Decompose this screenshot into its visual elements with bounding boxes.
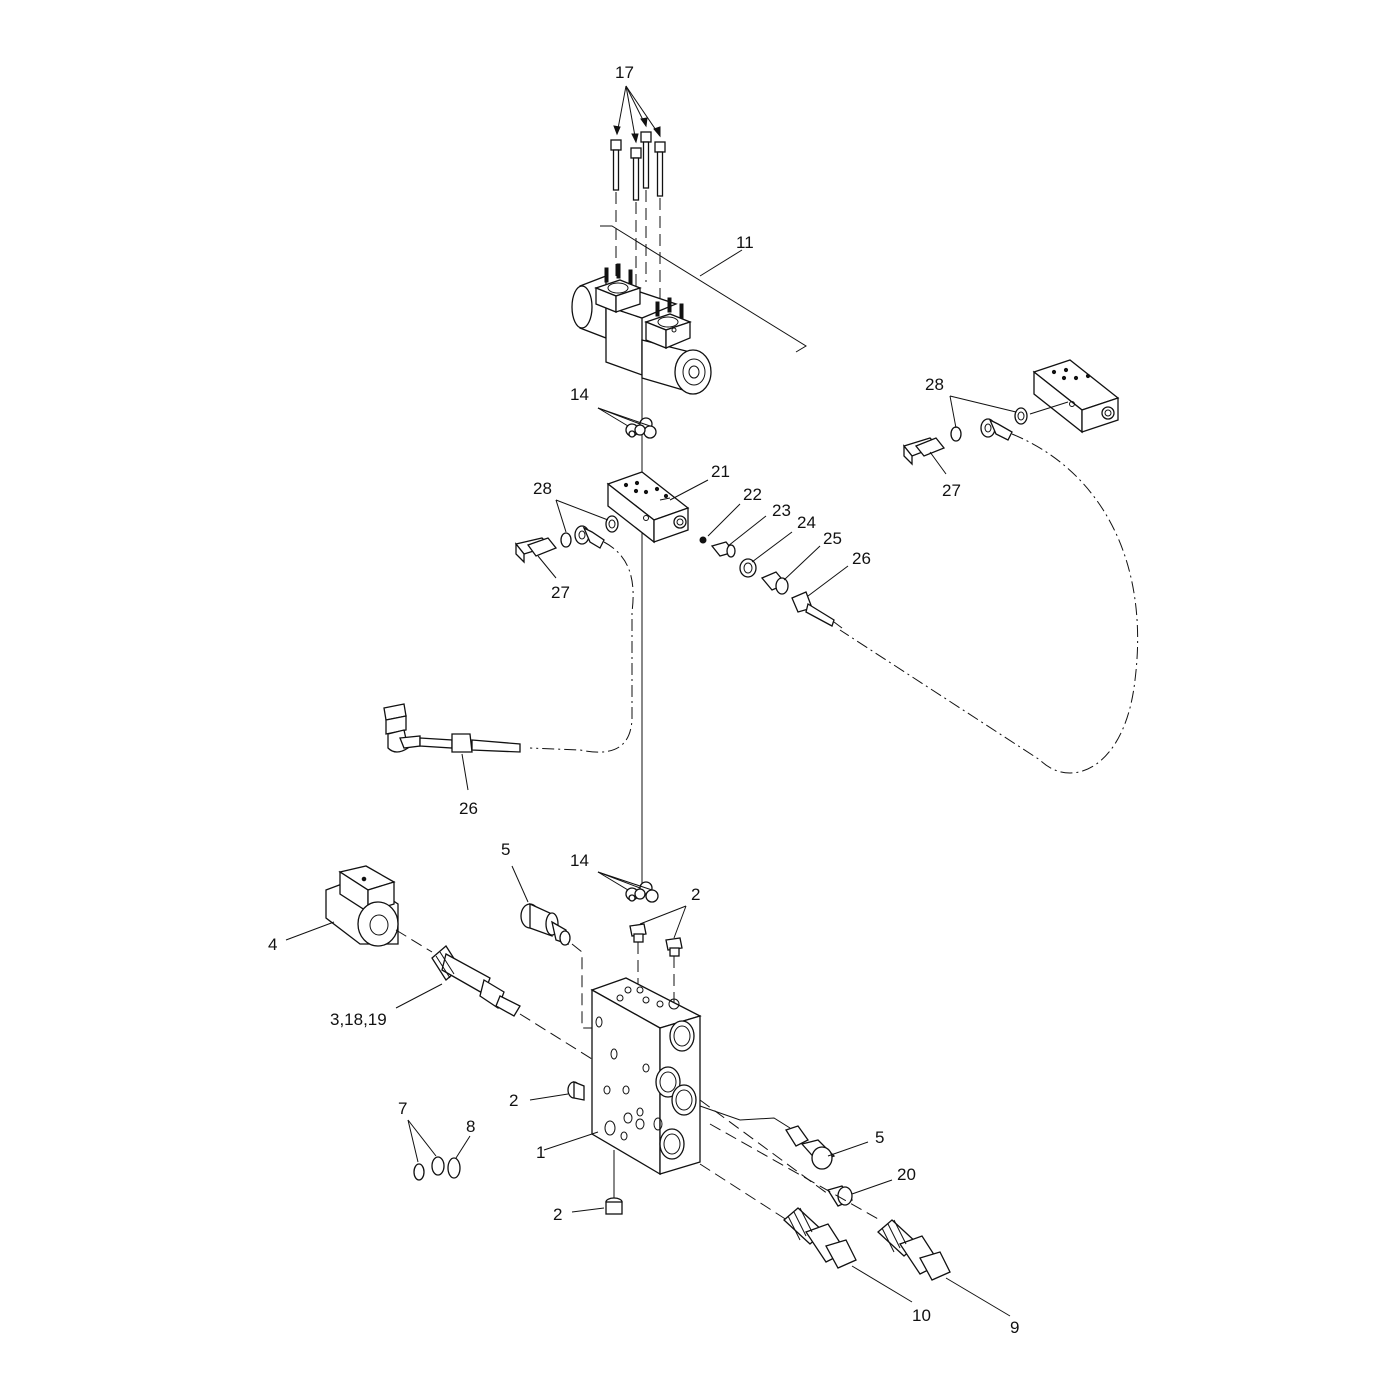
plugs-top <box>629 905 687 1002</box>
leader-11 <box>600 225 807 353</box>
callout-28-right: 28 <box>925 375 944 394</box>
callout-17: 17 <box>615 63 634 82</box>
callout-28-left: 28 <box>533 479 552 498</box>
elbow-fitting <box>383 703 521 791</box>
callout-24: 24 <box>797 513 816 532</box>
cap-screw <box>640 131 652 189</box>
check-valve-right <box>699 1105 869 1170</box>
relief-cartridge-10 <box>783 1207 913 1303</box>
o-rings-7-8 <box>407 1119 471 1181</box>
plug-bottom <box>571 1197 623 1215</box>
callout-23: 23 <box>772 501 791 520</box>
remote-block <box>1029 359 1120 434</box>
directional-solenoid-valve <box>571 263 712 395</box>
callout-2-bottom: 2 <box>553 1205 562 1224</box>
callout-22: 22 <box>743 485 762 504</box>
hose-right <box>839 433 1139 774</box>
axis-line <box>699 1163 791 1223</box>
callout-1: 1 <box>536 1143 545 1162</box>
callout-14-bottom: 14 <box>570 851 589 870</box>
callout-2-left: 2 <box>509 1091 518 1110</box>
hose-left <box>529 541 634 753</box>
callout-8: 8 <box>466 1117 475 1136</box>
banjo-fitting-right <box>902 395 1028 475</box>
check-valve-top <box>511 865 598 1029</box>
callout-7: 7 <box>398 1099 407 1118</box>
callout-26-right: 26 <box>852 549 871 568</box>
callout-27-left: 27 <box>551 583 570 602</box>
callout-2-top: 2 <box>691 885 700 904</box>
fitting-chain <box>699 503 849 629</box>
solenoid-cartridge <box>395 945 601 1065</box>
cap-screw <box>654 141 666 197</box>
callout-20: 20 <box>897 1165 916 1184</box>
callout-27-right: 27 <box>942 481 961 500</box>
cap-screw <box>630 147 642 201</box>
relief-cartridge-9 <box>877 1219 1011 1317</box>
cap-screws <box>610 131 666 300</box>
callout-21: 21 <box>711 462 730 481</box>
adapter-block <box>606 471 709 544</box>
o-ring-set-top <box>597 407 657 439</box>
callout-4: 4 <box>268 935 277 954</box>
callout-5-top: 5 <box>501 840 510 859</box>
callout-3-18-19: 3,18,19 <box>330 1010 387 1029</box>
cap-screw <box>610 139 622 191</box>
callout-11: 11 <box>736 233 754 252</box>
callout-9: 9 <box>1010 1318 1019 1337</box>
callout-10: 10 <box>912 1306 931 1325</box>
leader-17 <box>613 85 661 144</box>
callout-5-right: 5 <box>875 1128 884 1147</box>
manifold-block <box>543 977 702 1198</box>
plug-left <box>529 1081 585 1101</box>
axis-line <box>709 1123 881 1221</box>
callout-26-left: 26 <box>459 799 478 818</box>
o-ring-set-bottom <box>597 871 659 903</box>
callout-25: 25 <box>823 529 842 548</box>
callout-14-top: 14 <box>570 385 589 404</box>
plug-20 <box>826 1179 893 1207</box>
banjo-fitting-left <box>514 499 619 579</box>
solenoid-coil <box>285 865 433 953</box>
